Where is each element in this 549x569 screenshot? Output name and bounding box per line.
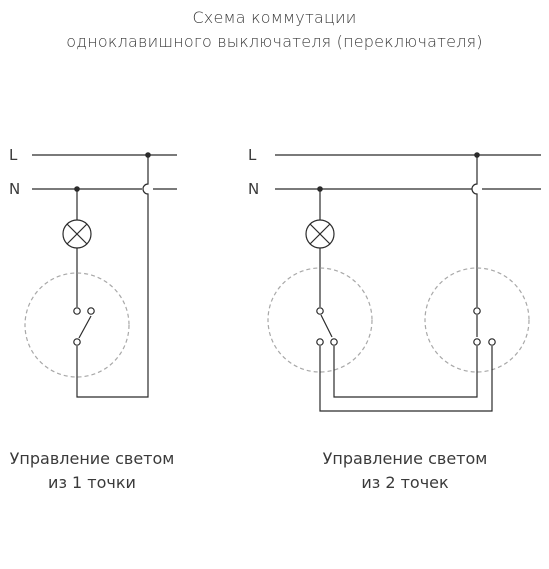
- junction-dot: [145, 152, 151, 158]
- traveller-wire-inner: [333, 346, 478, 398]
- pass-through-switch-icon: [473, 307, 496, 346]
- lamp-icon: [62, 219, 92, 249]
- lamp-icon: [305, 219, 335, 249]
- caption-line: Управление светом: [322, 449, 488, 468]
- wire-crossover: [76, 155, 149, 398]
- diagram-one-point: [24, 152, 177, 398]
- wire-crossover: [471, 155, 478, 307]
- pass-through-switch-icon: [316, 307, 338, 346]
- switch-box-outline: [424, 267, 530, 373]
- left-phase-label: L: [9, 146, 18, 164]
- caption-line: Управление светом: [9, 449, 175, 468]
- diagram-title-line-2: одноклавишного выключателя (переключател…: [66, 32, 483, 51]
- right-phase-label: L: [248, 146, 257, 164]
- right-neutral-label: N: [248, 180, 260, 198]
- single-switch-icon: [73, 307, 95, 346]
- caption-line: из 1 точки: [48, 473, 136, 492]
- switch-box-outline: [267, 267, 373, 373]
- caption-one-point: Управление светом из 1 точки: [0, 447, 184, 495]
- caption-two-points: Управление светом из 2 точек: [300, 447, 510, 495]
- traveller-wire-outer: [319, 346, 493, 412]
- left-neutral-label: N: [9, 180, 21, 198]
- diagram-two-points: [267, 152, 541, 412]
- diagram-title-line-1: Схема коммутации: [192, 8, 357, 27]
- caption-line: из 2 точек: [361, 473, 449, 492]
- switch-box-outline: [24, 272, 130, 378]
